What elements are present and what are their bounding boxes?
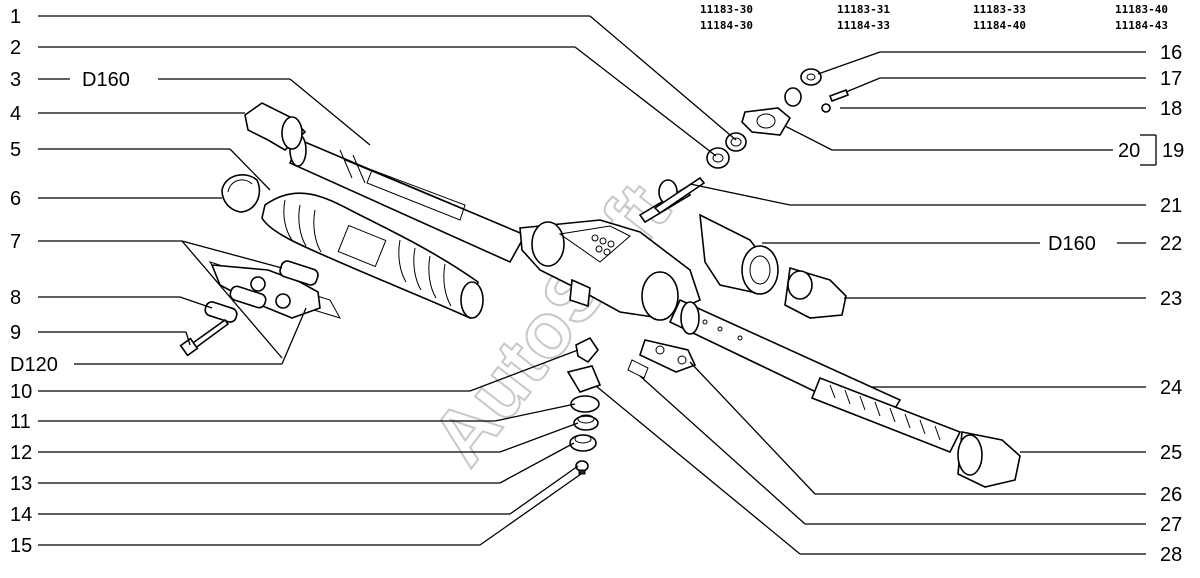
callout-19: 19 [1162,140,1184,162]
code-col2-line1: 11183-31 [837,3,890,16]
right-cap-23 [784,266,847,319]
callout-9: 9 [10,322,21,344]
callout-27: 27 [1160,514,1182,536]
left-boot [261,192,484,320]
callout-18: 18 [1160,98,1182,120]
callout-16: 16 [1160,42,1182,64]
callouts-right: 16 17 18 19 20 21 22 23 24 25 26 27 28 D… [1048,42,1184,566]
right-sleeve [699,213,779,295]
right-cap-25 [957,431,1021,488]
callout-13: 13 [10,473,32,495]
left-end-cap [244,102,307,151]
note-left-d120: D120 [10,354,58,376]
code-col3-line1: 11183-33 [973,3,1026,16]
main-rack-housing [288,133,902,427]
adjuster-stack [566,336,602,475]
code-col2-line2: 11184-33 [837,19,890,32]
header-codes: 11183-30 11184-30 11183-31 11184-33 1118… [700,3,1168,32]
mounting-bracket [204,260,342,323]
callout-10: 10 [10,381,32,403]
callout-22: 22 [1160,233,1182,255]
code-col1-line2: 11184-30 [700,19,753,32]
callout-17: 17 [1160,68,1182,90]
note-right-d160: D160 [1048,233,1096,255]
callout-20: 20 [1118,140,1140,162]
callout-2: 2 [10,37,21,59]
boot-clamp [221,174,261,213]
callout-25: 25 [1160,442,1182,464]
callout-28: 28 [1160,544,1182,566]
callout-4: 4 [10,103,21,125]
pinion-assembly [638,176,706,224]
callouts-left: 1 2 3 4 5 6 7 8 9 10 11 12 13 14 15 D160… [10,6,130,557]
top-small-parts [706,68,850,169]
code-col4-line1: 11183-40 [1115,3,1168,16]
callout-6: 6 [10,188,21,210]
callout-3: 3 [10,69,21,91]
mounting-bolt [179,318,230,357]
callout-12: 12 [10,442,32,464]
rack-bar [810,376,962,454]
callout-24: 24 [1160,377,1182,399]
leader-lines [38,15,1157,555]
callout-14: 14 [10,504,32,526]
note-left-d160: D160 [82,69,130,91]
callout-1: 1 [10,6,21,28]
callout-21: 21 [1160,195,1182,217]
callout-26: 26 [1160,484,1182,506]
callout-23: 23 [1160,288,1182,310]
code-col4-line2: 11184-43 [1115,19,1168,32]
code-col3-line2: 11184-40 [973,19,1026,32]
callout-8: 8 [10,287,21,309]
callout-11: 11 [10,411,31,433]
right-bracket-26 [627,339,697,379]
callout-7: 7 [10,231,21,253]
callout-5: 5 [10,139,21,161]
code-col1-line1: 11183-30 [700,3,753,16]
callout-15: 15 [10,535,32,557]
